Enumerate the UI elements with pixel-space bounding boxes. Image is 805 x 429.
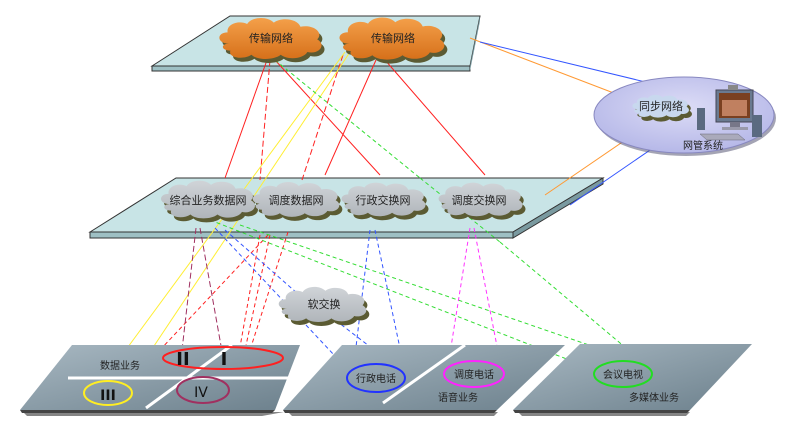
admin-phone-label: 行政电话 [356,372,396,385]
network-cloud-label: 调度交换网 [452,193,507,207]
multimedia-service-label: 多媒体业务 [629,391,679,404]
zone-III-label: III [100,388,116,404]
dispatch-phone-ellipse[interactable] [443,360,505,388]
link-orange [469,37,633,101]
zone-III-ellipse[interactable] [83,380,133,406]
cloud-admin-switch-network[interactable]: 行政交换网 [341,182,429,221]
link-red-dashed [259,59,271,181]
link-red [274,59,381,176]
sync-network-label: 同步网络 [639,99,683,113]
zone-IV-label: IV [194,385,208,401]
video-conference-ellipse[interactable] [593,360,653,388]
voice-service-label: 语音业务 [438,391,478,404]
link-red-dashed [234,234,261,376]
cloud-dispatch-data-network[interactable]: 调度数据网 [252,182,343,221]
link-blue-dashed [224,229,306,301]
link-green-dashed [239,224,648,366]
link-blue-dashed [329,315,404,373]
cloud-dispatch-switch-network[interactable]: 调度交换网 [438,182,526,221]
transport-cloud-2[interactable]: 传输网络 [339,17,448,64]
zone-I-II-ellipse[interactable] [162,346,284,370]
link-red-dashed [244,234,271,351]
cloud-integrated-data-network[interactable]: 综合业务数据网 [161,180,258,223]
link-red-dashed [301,54,344,181]
transport-cloud-label: 传输网络 [249,31,293,45]
nms-workstation-icon[interactable] [697,85,762,141]
transport-cloud-1[interactable]: 传输网络 [219,17,325,63]
link-red-dashed [159,234,269,351]
nms-label: 网管系统 [683,139,723,152]
zone-II-label: II [176,349,189,370]
transport-cloud-label: 传输网络 [371,31,415,45]
zone-I-label: I [221,349,228,370]
service-plane-multimedia: 会议电视 多媒体业务 [513,344,752,416]
network-cloud-label: 行政交换网 [356,193,411,207]
cloud-sync-network[interactable]: 同步网络 [632,94,692,122]
service-plane-voice: 行政电话 调度电话 语音业务 [283,343,565,416]
sync-nms-group: 同步网络 网管系统 [593,76,776,156]
network-cloud-label: 综合业务数据网 [170,193,247,207]
link-red-dashed [249,231,289,351]
link-red [324,59,377,176]
softswitch-label: 软交换 [308,297,341,311]
admin-phone-ellipse[interactable] [346,363,406,393]
link-red [384,59,486,176]
zone-IV-ellipse[interactable] [176,376,230,404]
link-green-dashed [274,59,421,179]
network-cloud-label: 调度数据网 [269,193,324,207]
link-red [224,59,268,179]
service-plane-data: 数据业务 II I III IV [20,343,300,416]
link-green-dashed [499,241,646,365]
cloud-softswitch[interactable]: 软交换 [278,286,370,326]
video-conference-label: 会议电视 [603,368,643,381]
data-service-label: 数据业务 [100,359,140,372]
dispatch-phone-label: 调度电话 [454,368,494,381]
